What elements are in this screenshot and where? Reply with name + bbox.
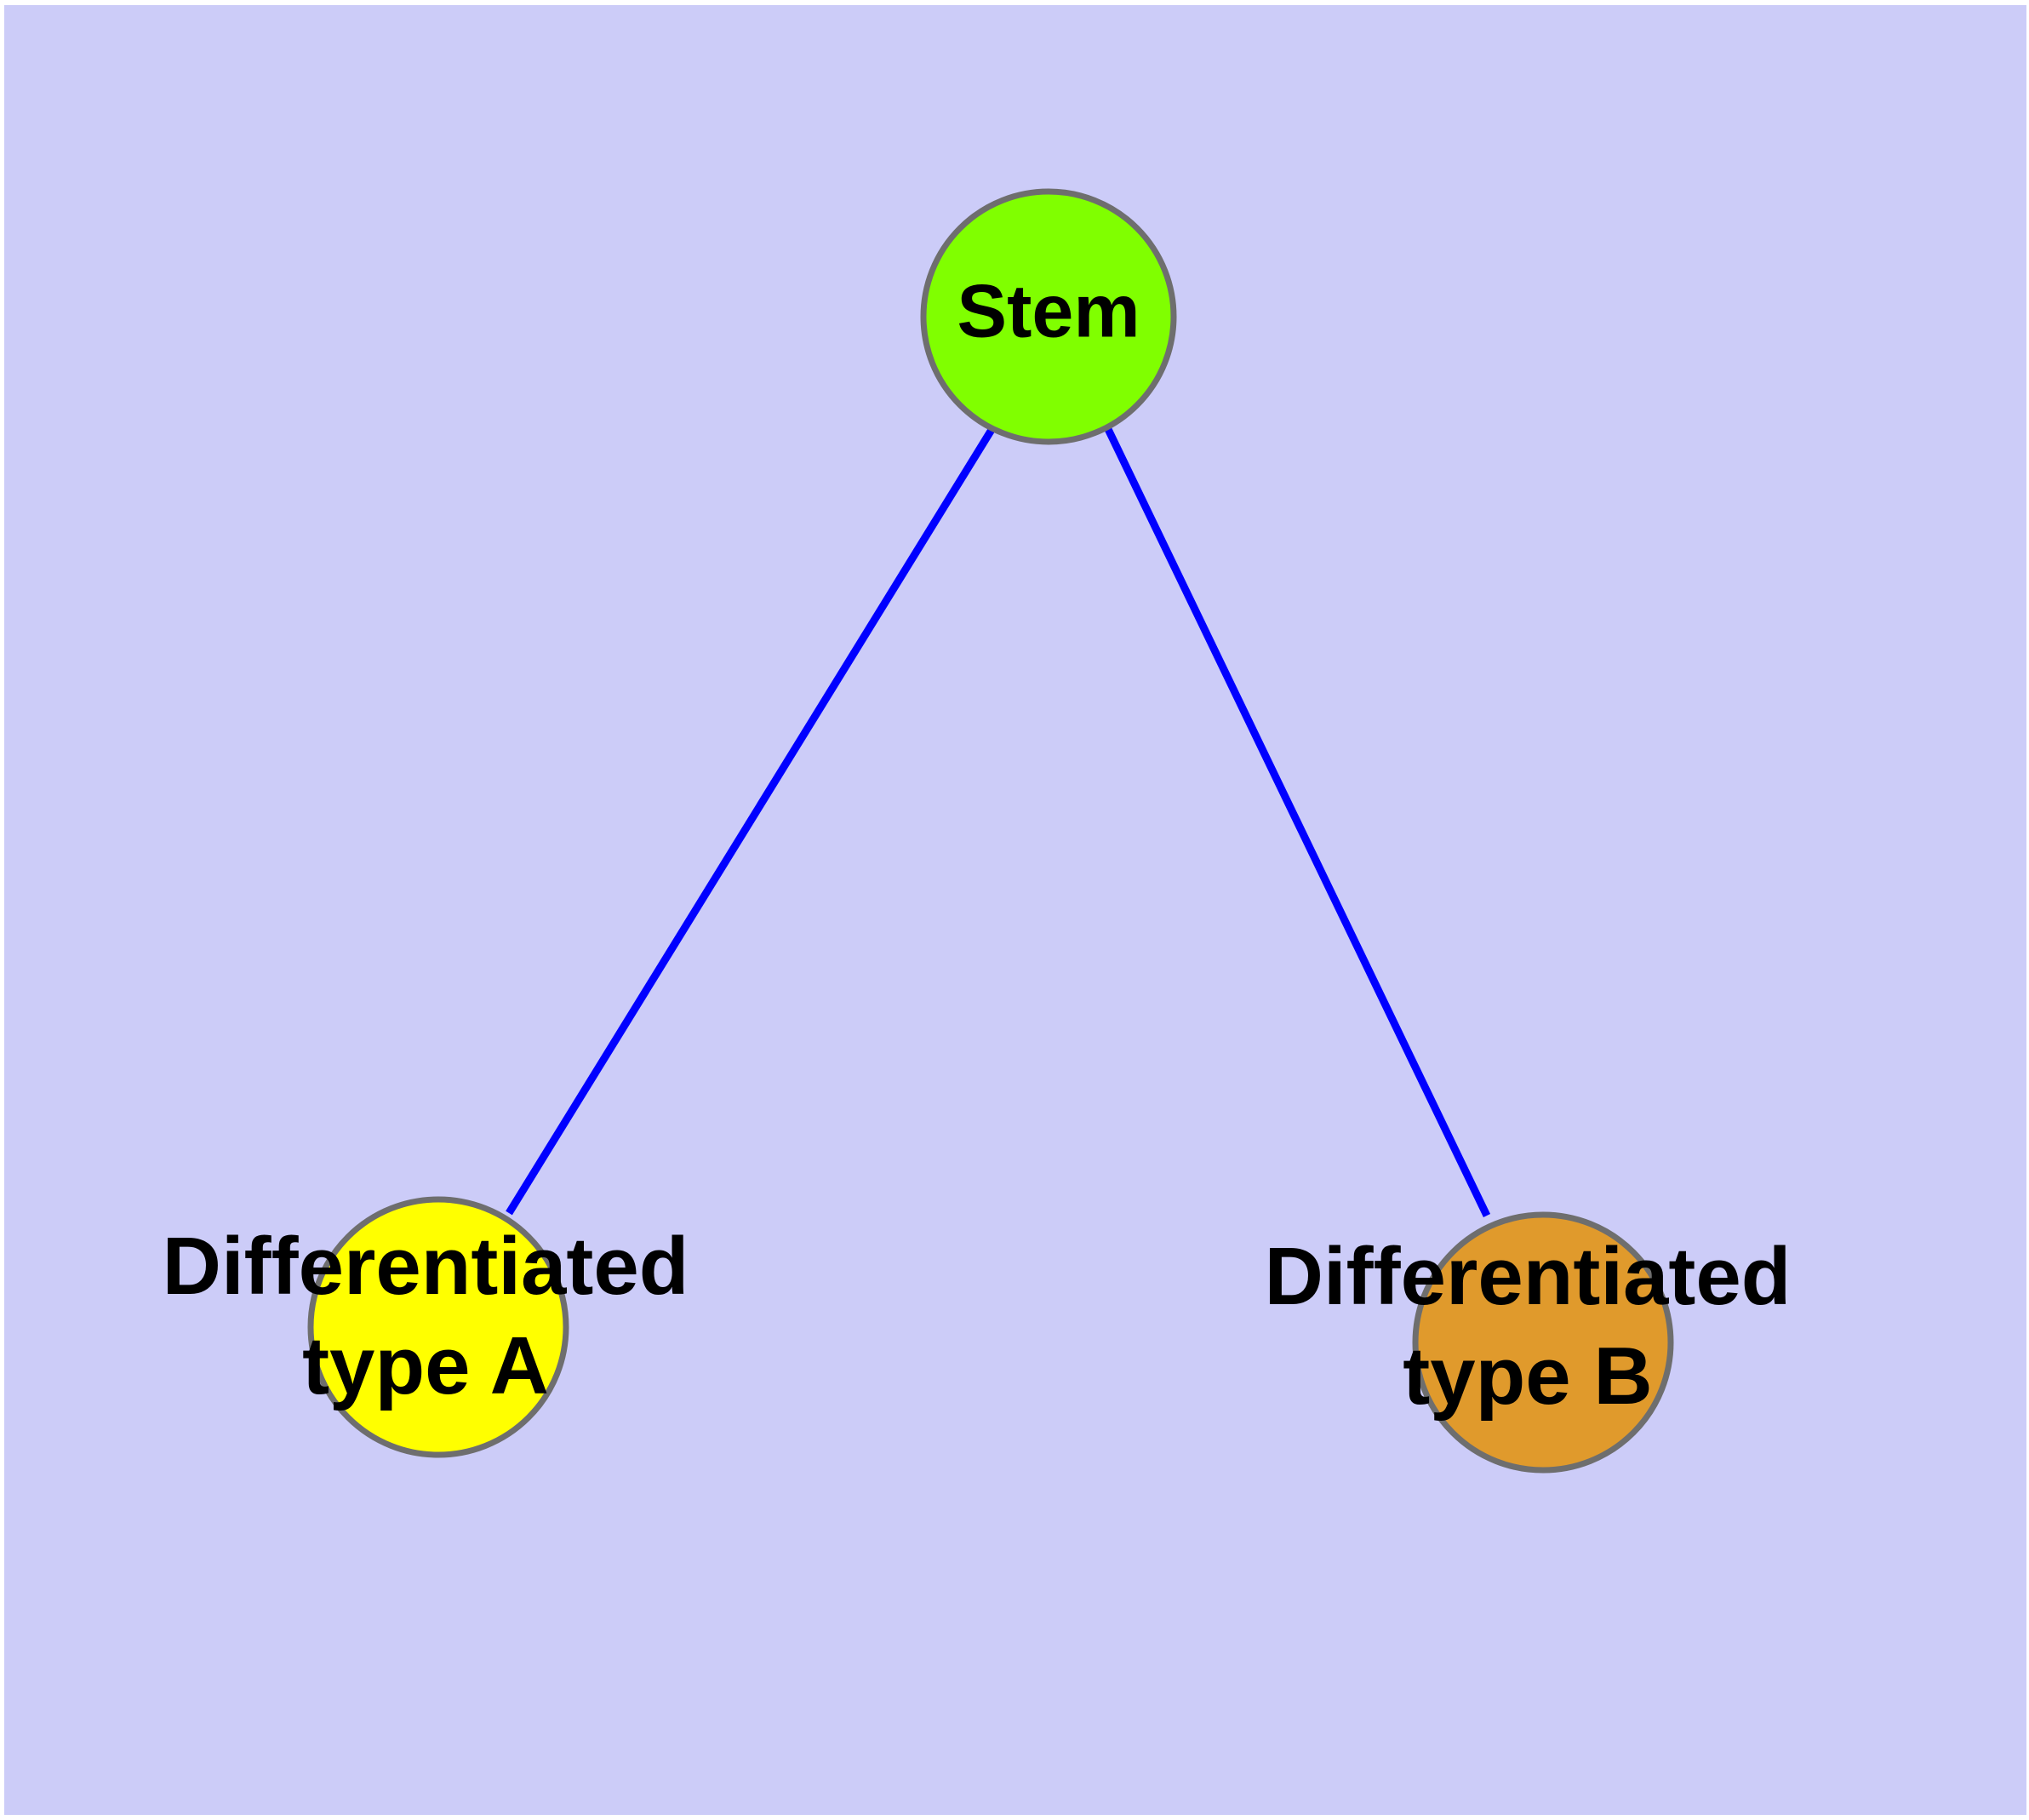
cell-lineage-graph: Stem Differentiated type A Differentiate… [163,188,1792,1474]
edge-stem-to-differentiated-type-b[interactable] [1102,424,1491,1217]
node-label-differentiated-type-a-line1: Differentiated [163,1221,689,1312]
edge-layer [506,423,1491,1217]
node-differentiated-type-b[interactable] [1412,1211,1674,1474]
edge-stem-to-differentiated-type-a[interactable] [506,423,997,1216]
label-layer: Stem Differentiated type A Differentiate… [163,268,1792,1422]
node-label-stem: Stem [957,268,1140,352]
node-label-differentiated-type-a-line2: type A [302,1320,549,1411]
node-layer [307,188,1674,1474]
diagram-plot-area: Stem Differentiated type A Differentiate… [4,5,2026,1815]
node-differentiated-type-a[interactable] [307,1196,569,1458]
node-stem[interactable] [920,188,1177,445]
node-label-differentiated-type-b-line2: type B [1403,1331,1652,1422]
node-label-differentiated-type-b-line1: Differentiated [1265,1231,1792,1322]
